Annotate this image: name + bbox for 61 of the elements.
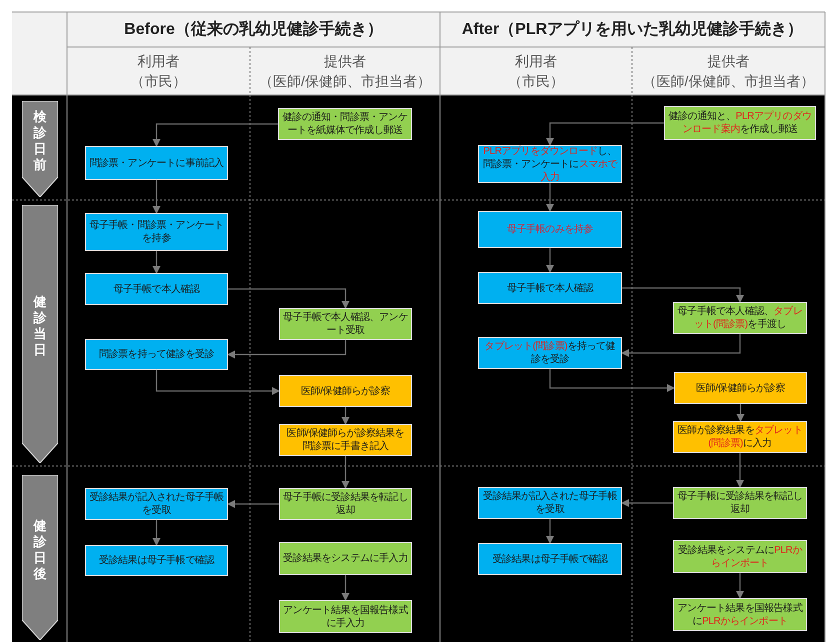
arrow (156, 370, 280, 395)
process-box: 医師/保健師らが診察 (674, 372, 807, 404)
lane-heading: （市民） (130, 72, 186, 91)
process-box: 母子手帳で本人確認 (85, 273, 228, 305)
process-box: 母子手帳で本人確認、タブレット(問診票)を手渡し (673, 302, 807, 334)
lane-heading: 利用者 (515, 52, 557, 71)
arrow (342, 456, 350, 489)
arrow (227, 340, 346, 358)
arrow (546, 122, 664, 146)
process-box: 母子手帳に受診結果を転記し返却 (279, 488, 412, 520)
process-box: 母子手帳に受診結果を転記し返却 (673, 487, 807, 519)
process-box: アンケート結果を国報告様式にPLRからインポート (673, 598, 807, 631)
process-box: 健診の通知・問診票・アンケートを紙媒体で作成し郵送 (278, 108, 412, 140)
process-box: 受診結果が記入された母子手帳を受取 (85, 488, 228, 520)
process-box: 受診結果は母子手帳で確認 (478, 543, 622, 575)
lane-heading: （市民） (508, 72, 564, 91)
process-box: 問診票・アンケートに事前記入 (85, 146, 228, 180)
process-box: 母子手帳で本人確認、アンケート受取 (279, 308, 412, 340)
arrow (621, 499, 673, 507)
arrow (342, 407, 350, 425)
lane-heading: （医師/保健師、市担当者） (642, 72, 814, 91)
process-box: 母子手帳・問診票・アンケートを持参 (85, 213, 228, 251)
arrow (152, 180, 160, 214)
process-box: 受診結果が記入された母子手帳を受取 (478, 487, 622, 519)
process-box: PLRアプリをダウンロードし、問診票・アンケートにスマホで入力 (478, 145, 622, 183)
lane-heading: 提供者 (324, 52, 366, 71)
phase-banner: 健診当日 (22, 205, 58, 463)
arrow (228, 288, 350, 309)
lane-heading: 提供者 (708, 52, 750, 71)
arrow (736, 453, 744, 488)
arrow (152, 123, 278, 147)
process-box: 受診結果は母子手帳で確認 (85, 545, 228, 576)
column-heading: Before（従来の乳幼児健診手続き） (124, 20, 383, 40)
lane-heading: 利用者 (138, 52, 180, 71)
arrow (546, 519, 554, 544)
arrow (152, 251, 160, 274)
arrow (621, 334, 741, 357)
phase-banner: 検診日前 (22, 101, 58, 197)
arrow (227, 500, 279, 508)
arrow (152, 520, 160, 546)
process-box: 健診の通知と、PLRアプリのダウンロード案内を作成し郵送 (664, 106, 816, 140)
arrow (622, 287, 744, 303)
arrow (549, 369, 675, 392)
arrow (342, 575, 350, 601)
process-box: アンケート結果を国報告様式に手入力 (279, 600, 412, 633)
phase-banner: 健診日後 (22, 475, 58, 640)
arrow (546, 183, 554, 212)
arrow (736, 404, 744, 422)
process-box: 医師が診察結果をタブレット(問診票)に入力 (673, 421, 807, 453)
process-box: 医師/保健師らが診察 (279, 375, 412, 407)
process-box: 問診票を持って健診を受診 (85, 339, 228, 370)
arrow (736, 573, 744, 599)
arrow (546, 248, 554, 273)
column-heading: After（PLRアプリを用いた乳幼児健診手続き） (462, 20, 804, 40)
process-box: 医師/保健師らが診察結果を問診票に手書き記入 (279, 424, 412, 456)
process-box: タブレット(問診票)を持って健診を受診 (478, 337, 622, 369)
process-box: 母子手帳で本人確認 (478, 272, 622, 304)
lane-heading: （医師/保健師、市担当者） (259, 72, 431, 91)
process-box: 受診結果をシステムにPLRからインポート (673, 540, 807, 573)
process-box: 受診結果をシステムに手入力 (279, 542, 412, 575)
process-box: 母子手帳のみを持参 (478, 211, 622, 248)
